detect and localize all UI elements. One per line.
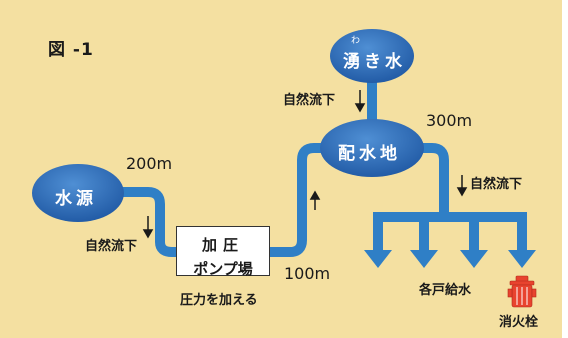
drop-arrow-1 bbox=[364, 250, 392, 268]
pump-elevation: 100m bbox=[284, 264, 331, 283]
pipe-source-to-pump bbox=[120, 187, 178, 257]
reservoir-label: 配水地 bbox=[338, 144, 401, 164]
water-source-label: 水源 bbox=[55, 189, 97, 209]
spring-ruby: わ bbox=[351, 36, 361, 46]
pressurize-label: 圧力を加える bbox=[180, 293, 258, 308]
drop-arrow-3 bbox=[460, 250, 488, 268]
pump-station-box: 加圧 ポンプ場 bbox=[176, 226, 270, 278]
pipe-reservoir-to-homes bbox=[420, 143, 449, 212]
figure-label: 図 -1 bbox=[48, 40, 94, 60]
pump-label-line1: 加圧 bbox=[201, 236, 244, 254]
drop-arrow-4 bbox=[508, 250, 536, 268]
household-supply-label: 各戸給水 bbox=[419, 283, 472, 298]
drop-arrow-2 bbox=[410, 250, 438, 268]
flow-label-spring: 自然流下 bbox=[283, 93, 336, 108]
reservoir-node bbox=[320, 119, 424, 177]
source-elevation: 200m bbox=[126, 154, 173, 173]
spring-water-node bbox=[330, 29, 414, 83]
pipe-pump-to-reservoir bbox=[268, 143, 330, 257]
pump-label-line2: ポンプ場 bbox=[193, 260, 253, 278]
reservoir-elevation: 300m bbox=[426, 111, 473, 130]
spring-water-label: 湧き水 bbox=[343, 52, 406, 72]
flow-label-source: 自然流下 bbox=[85, 239, 138, 254]
water-source-node bbox=[32, 164, 124, 222]
flow-label-homes: 自然流下 bbox=[470, 177, 523, 192]
hydrant-label: 消火栓 bbox=[499, 315, 539, 330]
